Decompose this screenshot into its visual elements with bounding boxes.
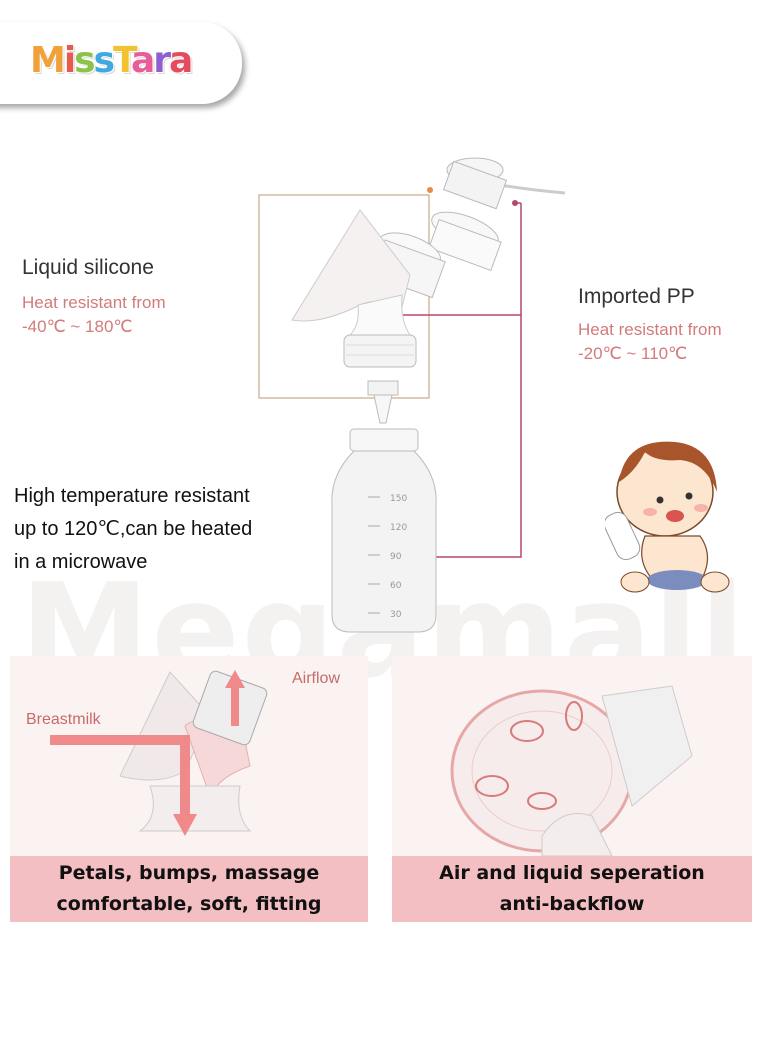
panel-massage: Breastmilk Airflow xyxy=(10,656,368,856)
pump-top-cap xyxy=(428,157,508,272)
caption-separation-line1: Air and liquid seperation xyxy=(439,862,705,884)
bottle-mark-label: 90 xyxy=(390,552,402,562)
imported-pp-title: Imported PP xyxy=(578,285,695,308)
brand-logo-letter: a xyxy=(130,40,155,81)
brand-logo-letter: T xyxy=(113,40,133,81)
brand-logo-letter: r xyxy=(153,40,171,81)
caption-massage-line1: Petals, bumps, massage xyxy=(58,862,320,884)
airflow-label: Airflow xyxy=(292,670,341,687)
caption-separation-line2: anti-backflow xyxy=(499,893,645,915)
pp-callout-line xyxy=(396,314,522,558)
bottle-mark-label: 120 xyxy=(390,523,407,533)
breast-pump-exploded-diagram: 150 120 90 60 30 xyxy=(258,157,566,633)
bottle-mark-label: 150 xyxy=(390,494,407,504)
liquid-silicone-line1: Heat resistant from xyxy=(22,293,166,312)
backflow-illustration xyxy=(450,685,693,857)
feature-line-1: High temperature resistant xyxy=(14,485,250,507)
feature-line-2: up to 120℃,can be heated xyxy=(14,518,253,540)
milk-bottle xyxy=(331,428,437,633)
imported-pp-line1: Heat resistant from xyxy=(578,320,722,339)
bottle-volume-marks: 150 120 90 60 30 xyxy=(368,494,407,620)
bottle-mark-label: 30 xyxy=(390,610,402,620)
funnel-cross-section xyxy=(50,670,268,836)
breastmilk-label: Breastmilk xyxy=(26,711,101,728)
caption-massage-line2: comfortable, soft, fitting xyxy=(56,893,322,915)
bottle-mark-label: 60 xyxy=(390,581,402,591)
liquid-silicone-line2: -40℃ ~ 180℃ xyxy=(22,317,133,336)
brand-logo-tab xyxy=(0,22,242,104)
feature-text: High temperature resistant up to 120℃,ca… xyxy=(14,480,252,579)
liquid-silicone-title: Liquid silicone xyxy=(22,256,154,279)
brand-logo-letter: s xyxy=(93,40,115,81)
duckbill-valve xyxy=(367,380,399,424)
caption-massage: Petals, bumps, massage comfortable, soft… xyxy=(10,856,368,922)
baby-illustration xyxy=(605,441,730,593)
brand-logo-letter: M xyxy=(30,40,66,81)
brand-logo: MissTara xyxy=(30,40,193,81)
brand-logo-letter: a xyxy=(169,40,193,81)
brand-logo-letter: s xyxy=(74,40,95,81)
imported-pp-line2: -20℃ ~ 110℃ xyxy=(578,344,688,363)
panel-separation xyxy=(392,656,752,857)
threaded-collar xyxy=(343,334,417,368)
caption-separation: Air and liquid seperation anti-backflow xyxy=(392,856,752,922)
brand-logo-letter: i xyxy=(63,40,76,81)
feature-line-3: in a microwave xyxy=(14,551,148,573)
